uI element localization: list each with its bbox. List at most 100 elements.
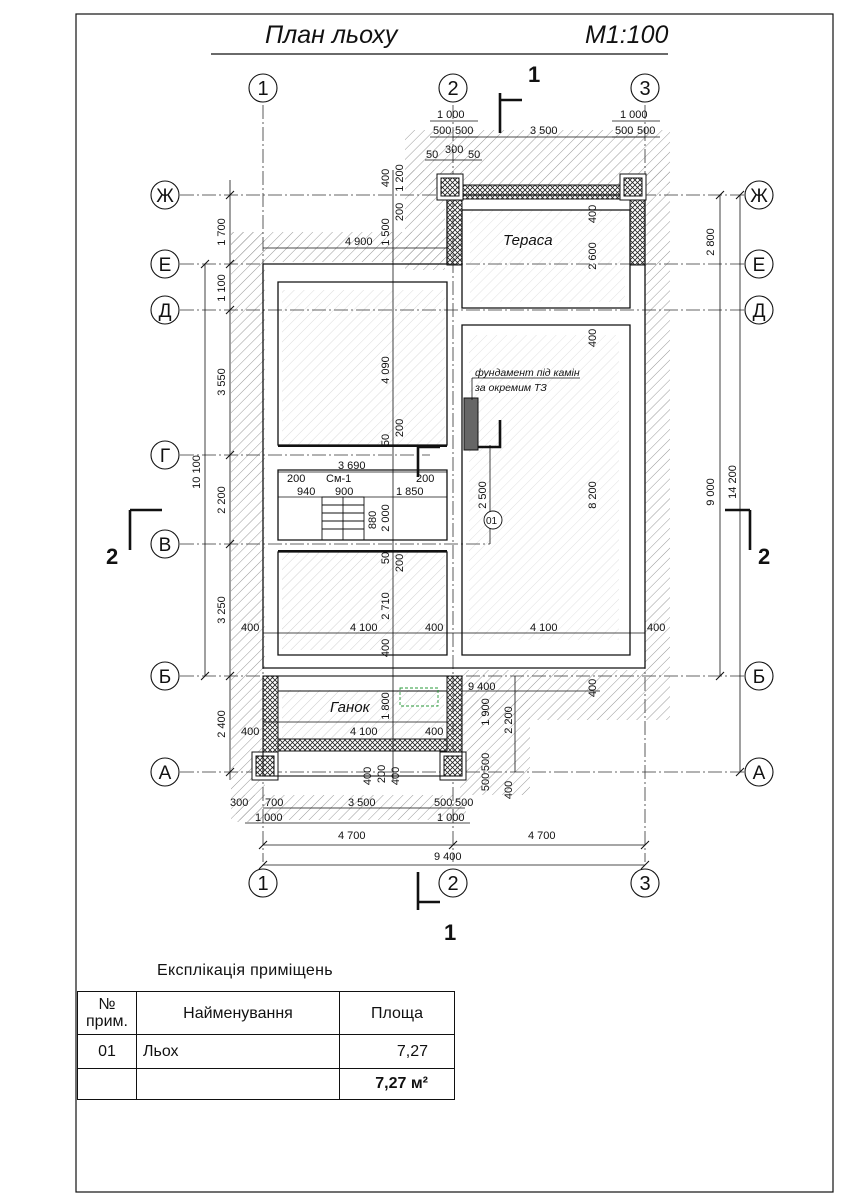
section-1-top-label: 1 bbox=[528, 62, 540, 87]
header-area: Площа bbox=[339, 991, 455, 1035]
svg-text:1 000: 1 000 bbox=[255, 812, 283, 824]
section-2-right-label: 2 bbox=[758, 544, 770, 569]
fireplace-note-1: фундамент під камін bbox=[475, 367, 580, 379]
svg-text:200: 200 bbox=[394, 554, 406, 572]
interior-vertical-dimensions: 400 1 200 200 1 500 400 2 600 4 090 400 … bbox=[362, 164, 599, 799]
svg-text:3 500: 3 500 bbox=[348, 797, 376, 809]
svg-text:3: 3 bbox=[639, 873, 650, 895]
svg-text:1 000: 1 000 bbox=[437, 109, 465, 121]
svg-text:2 200: 2 200 bbox=[216, 486, 228, 514]
axis-bubble-3-top: 3 bbox=[630, 73, 660, 103]
svg-text:500: 500 bbox=[434, 797, 452, 809]
header-number: № прим. bbox=[77, 991, 137, 1035]
svg-text:400: 400 bbox=[241, 622, 259, 634]
svg-text:400: 400 bbox=[503, 781, 515, 799]
svg-text:4 100: 4 100 bbox=[350, 726, 378, 738]
interior-horizontal-dimensions: 4 900 3 690 200 200 940 900 1 850 400 4 … bbox=[241, 236, 665, 738]
svg-text:1 100: 1 100 bbox=[216, 274, 228, 302]
svg-text:2 710: 2 710 bbox=[380, 592, 392, 620]
svg-text:900: 900 bbox=[335, 486, 353, 498]
svg-text:50: 50 bbox=[426, 149, 438, 161]
svg-text:4 090: 4 090 bbox=[380, 356, 392, 384]
svg-text:2 000: 2 000 bbox=[380, 504, 392, 532]
svg-text:500: 500 bbox=[455, 125, 473, 137]
soil-hatching bbox=[231, 130, 670, 822]
svg-text:3 250: 3 250 bbox=[216, 596, 228, 624]
left-dimensions: 1 700 1 100 3 550 2 200 3 250 2 400 10 1… bbox=[191, 218, 228, 738]
svg-text:400: 400 bbox=[241, 726, 259, 738]
svg-text:4 100: 4 100 bbox=[350, 622, 378, 634]
fireplace-note-2: за окремим ТЗ bbox=[474, 382, 547, 394]
svg-text:200: 200 bbox=[394, 419, 406, 437]
svg-text:2 400: 2 400 bbox=[216, 710, 228, 738]
svg-text:400: 400 bbox=[587, 329, 599, 347]
room-tag-label: 01 bbox=[486, 516, 498, 527]
svg-text:400: 400 bbox=[425, 726, 443, 738]
svg-text:2 200: 2 200 bbox=[503, 706, 515, 734]
svg-text:9 400: 9 400 bbox=[468, 681, 496, 693]
stair-tag-label: См-1 bbox=[326, 473, 351, 485]
svg-text:500: 500 bbox=[615, 125, 633, 137]
svg-text:3 690: 3 690 bbox=[338, 460, 366, 472]
section-2-left-label: 2 bbox=[106, 544, 118, 569]
svg-text:700: 700 bbox=[265, 797, 283, 809]
header-name: Найменування bbox=[136, 991, 340, 1035]
svg-text:1 000: 1 000 bbox=[620, 109, 648, 121]
svg-text:500: 500 bbox=[433, 125, 451, 137]
axis-bubble-1-bottom: 1 bbox=[248, 868, 278, 898]
svg-text:Г: Г bbox=[160, 446, 170, 467]
svg-text:1 200: 1 200 bbox=[394, 164, 406, 192]
svg-text:Б: Б bbox=[159, 667, 171, 688]
room-tag-bubble bbox=[483, 510, 503, 530]
dimension-lines bbox=[204, 120, 741, 866]
svg-text:Ж: Ж bbox=[156, 186, 174, 207]
svg-text:3 500: 3 500 bbox=[530, 125, 558, 137]
svg-text:940: 940 bbox=[297, 486, 315, 498]
svg-text:2: 2 bbox=[447, 873, 458, 895]
svg-text:880: 880 bbox=[367, 511, 379, 529]
svg-text:1 700: 1 700 bbox=[216, 218, 228, 246]
svg-text:Д: Д bbox=[159, 301, 172, 322]
svg-text:10 100: 10 100 bbox=[191, 455, 203, 489]
header-number-line-2: прим. bbox=[86, 1013, 128, 1030]
axis-bubbles-letters-right: Ж Е Д Б А bbox=[744, 180, 774, 787]
svg-text:1 000: 1 000 bbox=[437, 812, 465, 824]
section-cut-2 bbox=[128, 508, 752, 550]
svg-text:400: 400 bbox=[647, 622, 665, 634]
total-name-cell bbox=[136, 1068, 340, 1100]
explication-caption: Експлікація приміщень bbox=[157, 962, 333, 979]
svg-text:2 500: 2 500 bbox=[477, 481, 489, 509]
axis-bubble-2-top: 2 bbox=[438, 73, 468, 103]
svg-text:А: А bbox=[753, 763, 766, 784]
axis-bubble-2-bottom: 2 bbox=[438, 868, 468, 898]
svg-text:1 800: 1 800 bbox=[380, 692, 392, 720]
svg-text:1: 1 bbox=[257, 873, 268, 895]
svg-text:200: 200 bbox=[376, 765, 388, 783]
svg-text:200: 200 bbox=[287, 473, 305, 485]
svg-text:Ж: Ж bbox=[750, 186, 768, 207]
svg-text:1 900: 1 900 bbox=[480, 698, 492, 726]
total-area: 7,27 м² bbox=[339, 1068, 455, 1100]
row-area: 7,27 bbox=[339, 1034, 455, 1069]
svg-text:14 200: 14 200 bbox=[727, 465, 739, 499]
svg-text:500: 500 bbox=[480, 773, 492, 791]
dimension-ticks bbox=[200, 190, 745, 870]
svg-text:500: 500 bbox=[480, 753, 492, 771]
svg-text:500: 500 bbox=[637, 125, 655, 137]
svg-text:8 200: 8 200 bbox=[587, 481, 599, 509]
svg-text:В: В bbox=[159, 535, 172, 556]
porch-outline bbox=[262, 675, 463, 777]
right-dimensions: 2 800 9 000 14 200 bbox=[705, 228, 739, 506]
table-row: 01 Льох 7,27 bbox=[77, 1034, 455, 1069]
porch-marker bbox=[399, 687, 439, 707]
bottom-dimensions: 300 700 3 500 500 500 1 000 1 000 4 700 … bbox=[230, 797, 556, 863]
stair-symbol bbox=[321, 496, 365, 541]
header-number-line-1: № bbox=[98, 996, 116, 1013]
plan-scale: М1:100 bbox=[585, 21, 668, 49]
explication-header-row: № прим. Найменування Площа bbox=[77, 991, 455, 1035]
svg-text:400: 400 bbox=[390, 767, 402, 785]
svg-text:50: 50 bbox=[468, 149, 480, 161]
svg-text:2 800: 2 800 bbox=[705, 228, 717, 256]
svg-text:4 100: 4 100 bbox=[530, 622, 558, 634]
